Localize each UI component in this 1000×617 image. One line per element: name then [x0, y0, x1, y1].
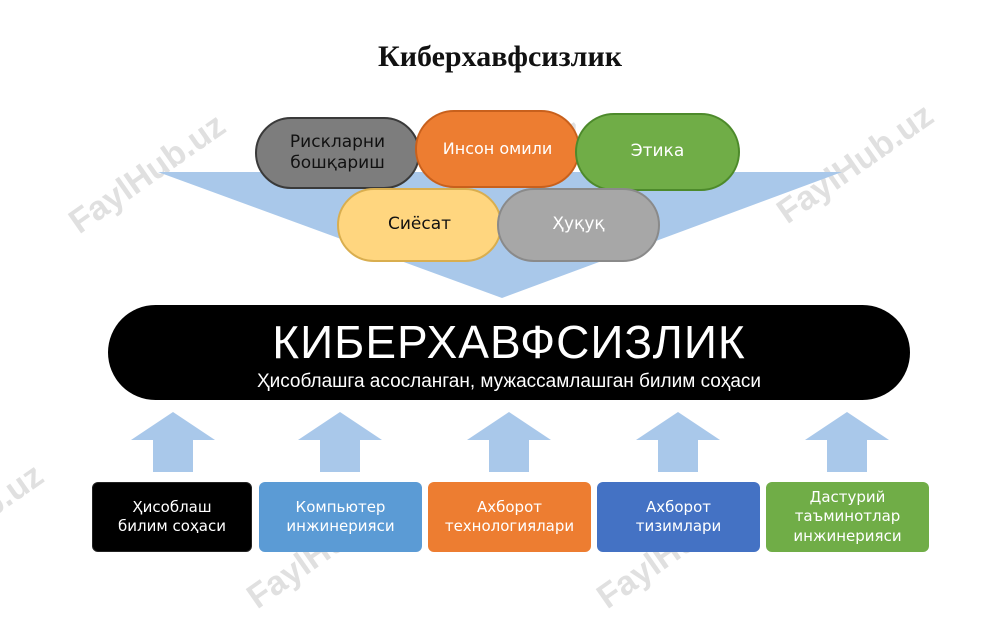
factor-label: Сиёсат — [387, 214, 452, 235]
foundation-label: Ҳисоблаш билим соҳаси — [118, 497, 226, 536]
foundation-information-systems: Ахборот тизимлари — [597, 482, 760, 552]
factor-label: Инсон омили — [442, 139, 553, 158]
foundation-information-technology: Ахборот технологиялари — [428, 482, 591, 552]
foundation-label: Ахборот технологиялари — [444, 497, 575, 536]
foundation-computer-engineering: Компьютер инжинерияси — [259, 482, 422, 552]
main-bar: КИБЕРХАВФСИЗЛИК Ҳисоблашга асосланган, м… — [108, 305, 910, 400]
factor-policy: Сиёсат — [337, 188, 502, 262]
factor-ethics: Этика — [575, 113, 740, 191]
foundation-label: Компьютер инжинерияси — [286, 497, 395, 536]
factor-risk-management: Рискларни бошқариш — [255, 117, 420, 189]
foundation-software-engineering: Дастурий таъминотлар инжинерияси — [766, 482, 929, 552]
factor-human: Инсон омили — [415, 110, 580, 188]
factor-law: Ҳуқуқ — [497, 188, 660, 262]
page-title: Киберхавфсизлик — [377, 40, 623, 73]
foundation-label: Ахборот тизимлари — [635, 497, 722, 536]
factor-label: Этика — [630, 141, 685, 162]
foundation-computing: Ҳисоблаш билим соҳаси — [92, 482, 252, 552]
up-arrow-4 — [636, 412, 720, 472]
up-arrow-1 — [131, 412, 215, 472]
foundation-label: Дастурий таъминотлар инжинерияси — [793, 487, 902, 545]
up-arrow-5 — [805, 412, 889, 472]
main-title: КИБЕРХАВФСИЗЛИК — [272, 316, 746, 368]
factor-label: Рискларни бошқариш — [289, 131, 386, 173]
up-arrow-2 — [298, 412, 382, 472]
factor-label: Ҳуқуқ — [552, 214, 605, 235]
main-subtitle: Ҳисоблашга асосланган, мужассамлашган би… — [256, 371, 762, 392]
diagram-arrows — [131, 172, 889, 472]
up-arrow-3 — [467, 412, 551, 472]
